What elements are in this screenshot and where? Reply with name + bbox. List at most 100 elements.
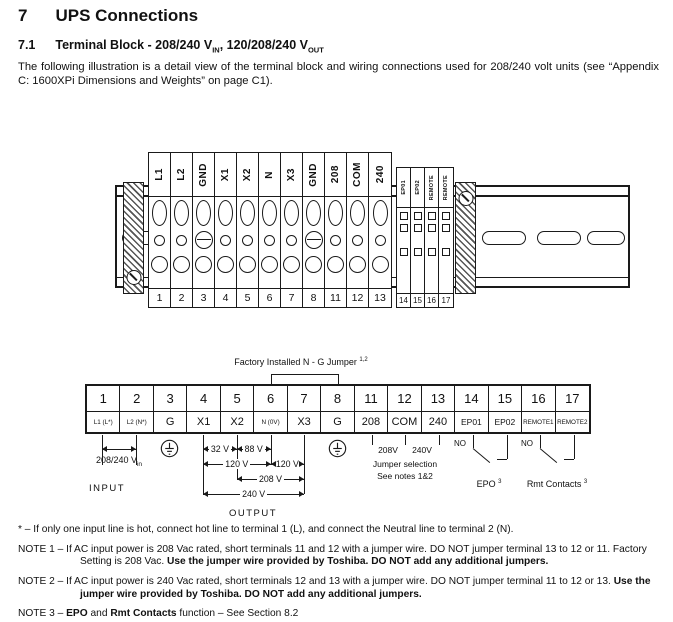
schematic-cell-label: X3 xyxy=(297,416,311,428)
subsection-heading: 7.1 Terminal Block - 208/240 VIN, 120/20… xyxy=(18,38,659,55)
schematic-cell-number: 5 xyxy=(220,386,254,412)
schematic-cell-label: X2 xyxy=(230,416,244,428)
terminal-number: 15 xyxy=(411,293,424,307)
schematic-cell-number: 3 xyxy=(153,386,187,412)
clamp-screw-icon xyxy=(458,191,473,206)
terminal-number: 14 xyxy=(397,293,410,307)
terminal-mid-hole xyxy=(264,234,275,246)
contact-blade xyxy=(540,448,558,464)
end-clamp-right xyxy=(455,182,476,294)
terminal-screw-oval xyxy=(372,200,388,226)
terminal-number: 16 xyxy=(425,293,438,307)
voltage-label: 88 V xyxy=(242,444,265,454)
note-2-bold: Use the jumper wire provided by Toshiba.… xyxy=(80,575,651,600)
voltage-label: 208 V xyxy=(257,474,285,484)
schematic-cell-number: 13 xyxy=(421,386,455,412)
schematic-cell-label: N (0V) xyxy=(261,418,280,426)
terminal-mid xyxy=(352,228,363,252)
terminal-mid xyxy=(330,228,341,252)
terminal-mid xyxy=(304,228,323,252)
aux-label-box: EP02 xyxy=(411,168,424,208)
terminal-label-box: 208 xyxy=(325,153,346,197)
terminal-label-box: GND xyxy=(303,153,324,197)
terminal-screw-oval xyxy=(350,200,365,226)
note-2-text: If AC input power is 240 Vac rated, shor… xyxy=(63,575,614,587)
aux-screw xyxy=(442,224,450,232)
measure-drop xyxy=(270,435,272,464)
schematic-cell-label: X1 xyxy=(196,416,211,428)
terminal-mid xyxy=(176,228,187,252)
note-1-label: NOTE 1 – xyxy=(18,543,64,555)
asterisk-note: * – If only one input line is hot, conne… xyxy=(18,524,514,535)
ground-symbol-icon xyxy=(328,439,347,458)
voltage-measure: 88 V xyxy=(236,444,271,454)
terminal-label-box: X3 xyxy=(281,153,302,197)
terminal-label: COM xyxy=(352,162,363,187)
terminal-mid-hole xyxy=(242,234,253,246)
terminal-screw-oval xyxy=(284,200,299,226)
contact-lead xyxy=(472,435,474,448)
schematic-cell-label: G xyxy=(165,416,175,428)
measure-drop xyxy=(304,435,306,494)
schematic-cell-number: 11 xyxy=(354,386,388,412)
terminal-label: N xyxy=(264,170,275,179)
section-heading: 7 UPS Connections xyxy=(18,6,659,26)
notes: * – If only one input line is hot, conne… xyxy=(18,524,665,621)
terminal-column: COM 12 xyxy=(347,153,369,307)
intro-paragraph: The following illustration is a detail v… xyxy=(18,60,659,88)
section-number: 7 xyxy=(18,6,28,25)
rmt-no-label: NO xyxy=(521,439,533,448)
schematic-cell-number: 16 xyxy=(522,386,555,412)
terminal-mid-hole xyxy=(154,234,165,246)
contact-lead xyxy=(506,435,508,459)
rmt-text: Rmt Contacts xyxy=(526,479,584,489)
terminal-mid-hole xyxy=(176,234,187,246)
terminal-screw-oval xyxy=(218,200,233,226)
terminal-mid xyxy=(220,228,231,252)
rmt-sup: 3 xyxy=(583,479,588,485)
terminal-number: 12 xyxy=(347,288,368,307)
terminal-bottom-hole xyxy=(283,256,300,273)
terminal-label: X1 xyxy=(220,167,231,182)
contact-lead xyxy=(574,435,576,459)
schematic-cell-number: 12 xyxy=(388,386,421,412)
schematic-cell-number: 8 xyxy=(321,386,354,412)
schematic-cell-number: 15 xyxy=(488,386,522,412)
terminal-bottom-hole xyxy=(371,256,389,273)
note-3-and: and xyxy=(87,608,111,620)
header: 7 UPS Connections 7.1 Terminal Block - 2… xyxy=(18,6,659,89)
subsection-title-pre: Terminal Block - 208/240 V xyxy=(55,38,213,52)
terminal-mid-hole xyxy=(286,234,297,246)
note-1-text: If AC input power is 208 Vac rated, shor… xyxy=(63,543,647,568)
ground-symbol-icon xyxy=(160,439,179,458)
factory-jumper-note: Factory Installed N - G Jumper 1,2 xyxy=(170,357,432,367)
epo-sup: 3 xyxy=(498,479,502,485)
contact-lead xyxy=(496,459,507,460)
terminal-label: GND xyxy=(198,162,209,187)
schematic-cell-number: 4 xyxy=(187,386,220,412)
terminal-number: 1 xyxy=(149,288,170,307)
input-voltage-sub: in xyxy=(136,460,143,468)
jumper-bracket xyxy=(270,374,338,375)
terminal-number: 3 xyxy=(193,288,214,307)
output-label: OUTPUT xyxy=(228,508,278,519)
note-3-label: NOTE 3 – xyxy=(18,608,64,620)
aux-screw xyxy=(427,212,436,220)
terminal-bottom-hole xyxy=(217,256,234,273)
terminal-label-box: L2 xyxy=(171,153,192,197)
terminal-bottom-hole xyxy=(239,256,256,273)
terminal-mid xyxy=(154,228,165,252)
aux-label-box: EP01 xyxy=(397,168,410,208)
